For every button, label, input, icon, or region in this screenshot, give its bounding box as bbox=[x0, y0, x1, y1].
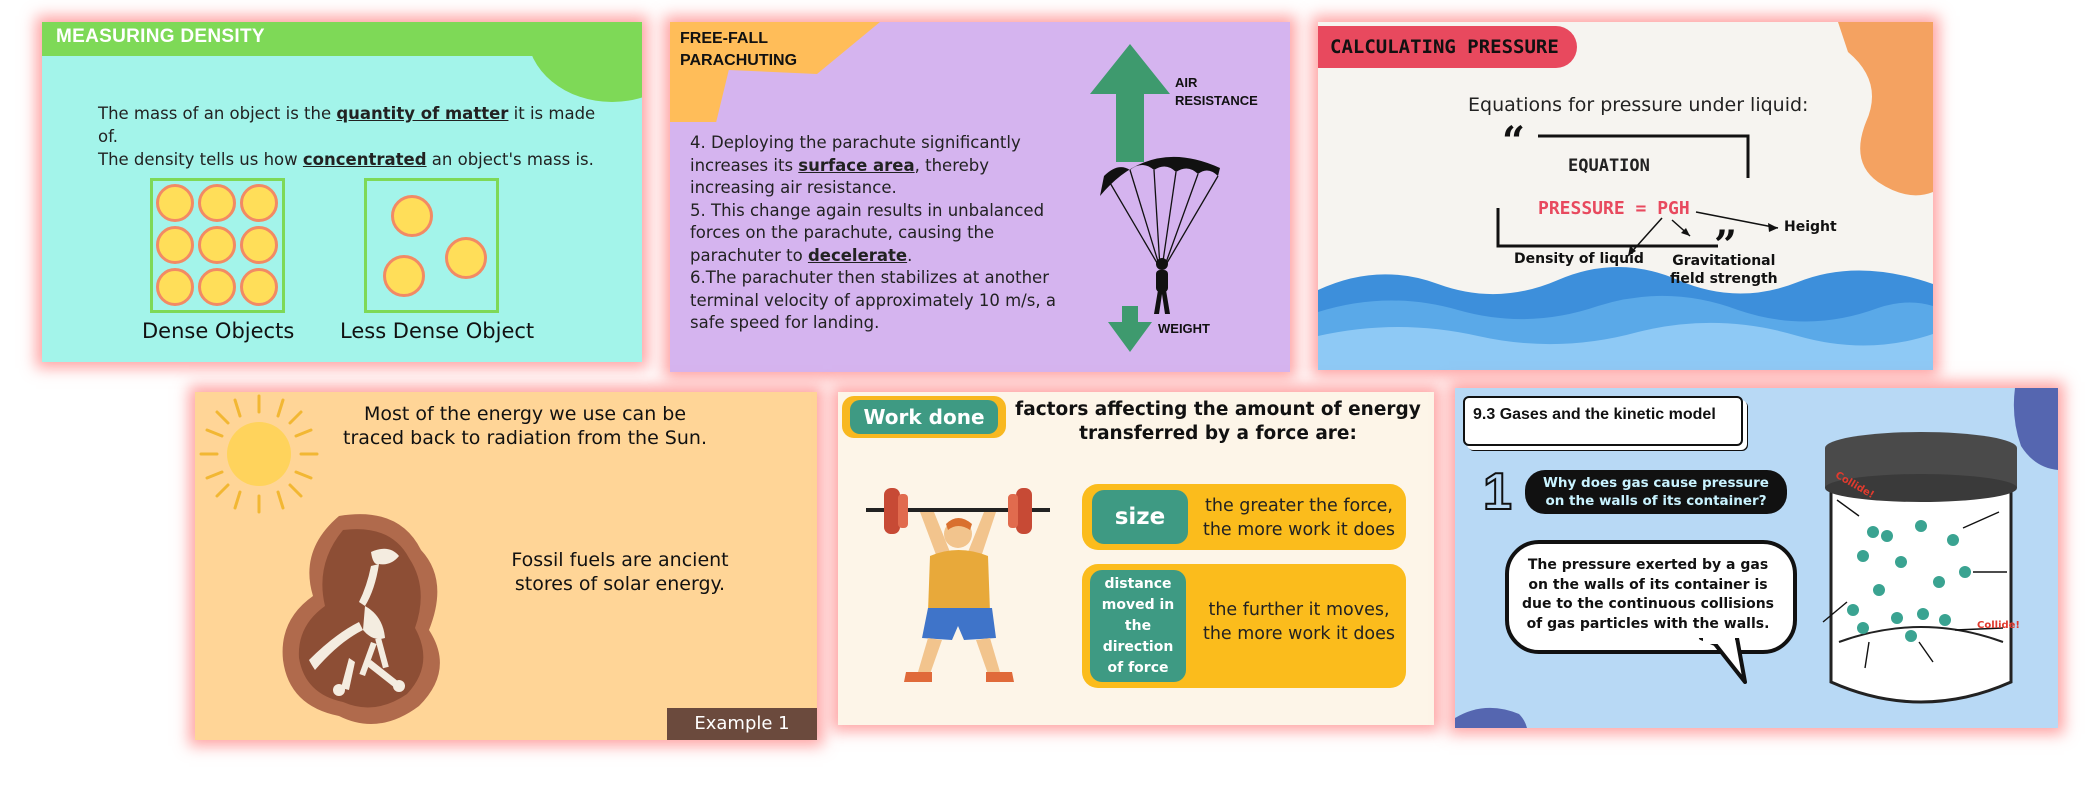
work-done-slide[interactable]: Work done factors affecting the amount o… bbox=[838, 392, 1434, 725]
fossil-text: Fossil fuels are ancient stores of solar… bbox=[511, 549, 729, 595]
particle bbox=[156, 268, 194, 306]
solar-energy-slide[interactable]: Most of the energy we use can be traced … bbox=[195, 392, 817, 740]
weightlifter-icon bbox=[866, 488, 1050, 682]
particle bbox=[445, 237, 487, 279]
parachute-text: 4. Deploying the parachute significantly… bbox=[690, 133, 1056, 332]
particle bbox=[383, 255, 425, 297]
particle bbox=[156, 226, 194, 264]
example-button[interactable]: Example 1 bbox=[667, 708, 817, 740]
air-resistance-arrow-icon bbox=[1090, 44, 1170, 162]
size-text: the greater the force, the more work it … bbox=[1202, 496, 1396, 540]
particle bbox=[198, 184, 236, 222]
parachute-lines-icon bbox=[1105, 169, 1219, 269]
height-label: Height bbox=[1784, 219, 1837, 235]
parachute-slide[interactable]: FREE-FALL PARACHUTING 4. Deploying the p… bbox=[670, 22, 1290, 372]
particle bbox=[391, 195, 433, 237]
less-dense-box bbox=[364, 178, 499, 313]
parachuter-icon bbox=[1154, 258, 1170, 314]
density-title: MEASURING DENSITY bbox=[56, 26, 265, 47]
air-resistance-label: AIR RESISTANCE bbox=[1175, 75, 1258, 108]
pressure-formula: PRESSURE = PGH bbox=[1538, 198, 1690, 219]
weight-label: WEIGHT bbox=[1158, 321, 1210, 336]
answer-text: The pressure exerted by a gas on the wal… bbox=[1521, 557, 1775, 632]
dense-box bbox=[150, 178, 285, 313]
particle bbox=[240, 184, 278, 222]
distance-label: distance moved in the direction of force bbox=[1090, 570, 1186, 682]
parachute-title: FREE-FALL PARACHUTING bbox=[680, 30, 798, 69]
gas-particles bbox=[1847, 520, 1971, 642]
speech-bubble bbox=[1505, 540, 1797, 654]
particle bbox=[240, 226, 278, 264]
pressure-background bbox=[1318, 22, 1933, 370]
parachute-canopy-icon bbox=[1100, 156, 1220, 196]
parachute-diagram bbox=[1090, 44, 1220, 352]
density-text: The mass of an object is the quantity of… bbox=[98, 104, 596, 169]
sun-icon bbox=[199, 394, 319, 514]
gas-container-icon bbox=[1822, 432, 2017, 704]
pressure-title: CALCULATING PRESSURE bbox=[1318, 26, 1577, 68]
particle bbox=[198, 226, 236, 264]
gases-background bbox=[1455, 388, 2058, 728]
open-quote-icon: “ bbox=[1502, 118, 1526, 165]
gravitational-label: Gravitational field strength bbox=[1670, 253, 1778, 287]
gases-title: 9.3 Gases and the kinetic model bbox=[1473, 406, 1716, 423]
solar-text: Most of the energy we use can be traced … bbox=[343, 403, 707, 449]
particle bbox=[240, 268, 278, 306]
weight-arrow-icon bbox=[1108, 306, 1152, 352]
question-number: 1 bbox=[1482, 463, 1513, 521]
question-banner: Why does gas cause pressure on the walls… bbox=[1525, 470, 1787, 514]
density-slide[interactable]: MEASURING DENSITY The mass of an object … bbox=[42, 22, 642, 362]
work-done-label: Work done bbox=[850, 400, 998, 434]
fossil-icon bbox=[282, 514, 440, 724]
pressure-slide[interactable]: CALCULATING PRESSURE Equations for press… bbox=[1318, 22, 1933, 370]
density-liquid-label: Density of liquid bbox=[1514, 251, 1644, 267]
orange-blob-shape bbox=[1838, 22, 1933, 196]
less-dense-label: Less Dense Object bbox=[340, 319, 535, 343]
collide-label-2: Collide! bbox=[1977, 620, 2020, 631]
distance-text: the further it moves, the more work it d… bbox=[1202, 600, 1396, 644]
dense-label: Dense Objects bbox=[142, 319, 295, 343]
pressure-subtitle: Equations for pressure under liquid: bbox=[1468, 94, 1809, 116]
particle bbox=[156, 184, 194, 222]
gases-slide[interactable]: 9.3 Gases and the kinetic model 1 Why do… bbox=[1455, 388, 2058, 728]
size-label: size bbox=[1092, 490, 1188, 544]
particle bbox=[198, 268, 236, 306]
equation-label: EQUATION bbox=[1568, 156, 1650, 176]
gases-title-tab bbox=[1463, 396, 1743, 446]
bubble-tail-icon bbox=[1699, 638, 1747, 684]
title-band bbox=[42, 22, 642, 56]
close-quote-icon: ” bbox=[1714, 222, 1738, 269]
work-heading: factors affecting the amount of energy t… bbox=[1015, 399, 1421, 444]
corner-blob-shape bbox=[2013, 388, 2058, 470]
